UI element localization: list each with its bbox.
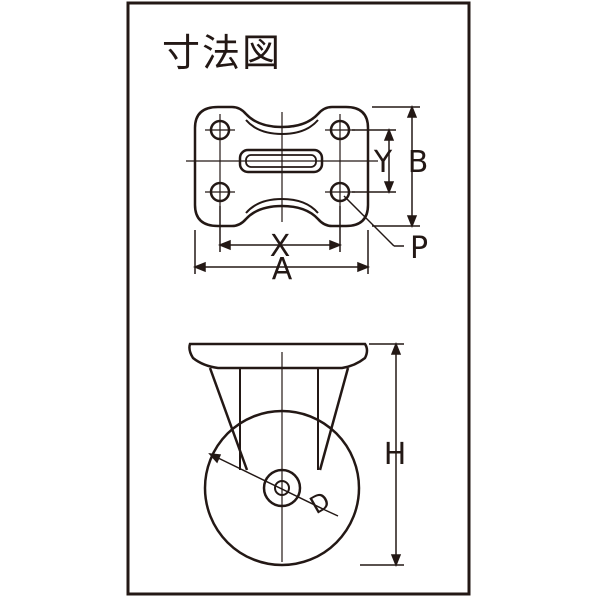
bracket-right — [318, 367, 350, 471]
label-a: A — [272, 252, 293, 287]
label-b: B — [408, 145, 429, 180]
label-h: H — [384, 437, 407, 472]
page-title: 寸法図 — [162, 31, 283, 75]
dimension-d — [208, 453, 339, 517]
plate-center-lines — [186, 112, 378, 222]
dimension-b — [372, 104, 420, 229]
leader-p — [343, 195, 404, 247]
dimension-a — [192, 230, 371, 274]
label-x: X — [270, 229, 291, 264]
label-y: Y — [373, 145, 393, 180]
dimension-x — [217, 206, 343, 252]
dimension-y — [352, 127, 396, 195]
top-plate — [188, 342, 369, 370]
dimension-h — [360, 341, 404, 568]
label-p: P — [410, 231, 428, 266]
diagram-border — [126, 1, 471, 596]
label-d: D — [305, 486, 335, 519]
